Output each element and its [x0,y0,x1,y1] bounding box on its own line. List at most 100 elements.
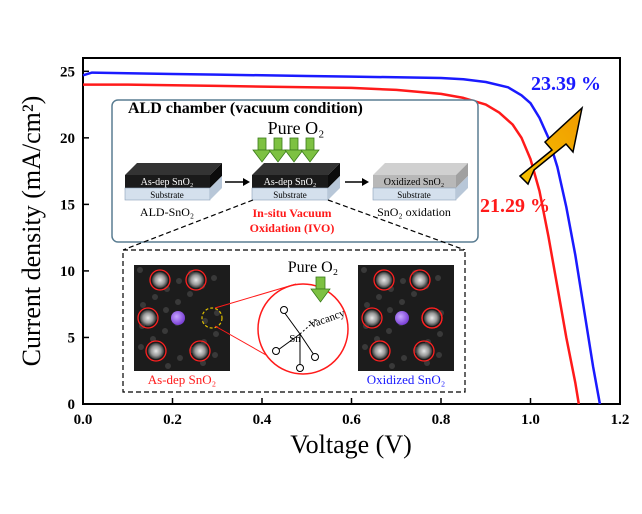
stem-speckle [364,302,370,308]
stem-speckle [165,363,171,369]
stem-speckle [163,307,169,313]
stem-image-as-dep [134,265,230,371]
y-tick-label: 0 [68,397,76,413]
atom-column [424,310,440,326]
atom-highlight [373,269,395,291]
x-tick-label: 0.4 [253,412,272,428]
atom-highlight [361,307,383,329]
stem-speckle [213,331,219,337]
stem-speckle [177,355,183,361]
atom-column [364,310,380,326]
atom-highlight [137,307,159,329]
stem-speckle [212,352,218,358]
atom-column [412,272,428,288]
o2-arrow-head [252,149,272,163]
pure-o2-top-label: Pure O₂ [268,118,325,138]
o2-arrow-shaft [257,137,267,151]
stack3-caption: SnO₂ oxidation [377,205,451,219]
stem-speckle [164,286,170,292]
stem-speckle [140,302,146,308]
atom-column [372,343,388,359]
atom-highlight [369,340,391,362]
atom-highlight [149,269,171,291]
stem-speckle [362,344,368,350]
sn-atom [395,311,409,325]
stem-speckle [376,294,382,300]
o2-flow-arrows [252,137,320,163]
o2-arrow-shaft [305,137,315,151]
efficiency-label-red: 21.29 % [480,195,550,217]
pure-o2-bottom-label: Pure O₂ [288,259,338,276]
stack2-substrate-label: Substrate [273,190,307,200]
o2-arrow-shaft [289,137,299,151]
stem-speckle [162,328,168,334]
as-dep-caption: As-dep SnO₂ [148,372,216,387]
x-tick-label: 1.2 [611,412,630,428]
stem-speckle [361,267,367,273]
stem-speckle [437,331,443,337]
stem-speckle [386,328,392,334]
y-tick-label: 25 [60,64,75,80]
x-tick-label: 0.2 [163,412,182,428]
efficiency-label-blue: 23.39 % [531,73,601,95]
atom-highlight [145,340,167,362]
chamber-title: ALD chamber (vacuum condition) [128,100,363,117]
stem-speckle [399,299,405,305]
stem-speckle [214,310,220,316]
x-tick-label: 0.6 [342,412,361,428]
vacancy-zoom-circle [257,283,349,375]
stem-speckle [436,352,442,358]
process-arrow-1 [225,178,250,186]
vacancy-zoom-line-1 [214,283,297,309]
o2-arrow-small [310,276,331,303]
stack2-caption-1: In-situ Vacuum [252,206,331,220]
improvement-arrow [518,105,584,186]
sn-label: Sn [289,333,301,345]
stack3-layer-label: Oxidized SnO₂ [384,177,444,188]
vacancy-marker [201,307,223,329]
stack3-substrate-label: Substrate [397,190,431,200]
stack1-caption: ALD-SnO₂ [140,205,194,219]
stem-speckle [435,275,441,281]
sn-atom [171,311,185,325]
atom-column [152,272,168,288]
stem-speckle [176,278,182,284]
series-line-as-dep [83,83,581,405]
atom-column [376,272,392,288]
zoom-line-right [327,199,466,251]
o2-arrow-head [300,149,320,163]
stem-speckle [387,307,393,313]
zoom-line-left [122,199,254,251]
atom-highlight [185,269,207,291]
stem-speckle [152,294,158,300]
stem-speckle [411,291,417,297]
stem-speckle [137,267,143,273]
stem-speckle [187,291,193,297]
stem-speckle [389,363,395,369]
atom-column [192,343,208,359]
stem-speckle [138,344,144,350]
atom-highlight [189,340,211,362]
y-axis-label: Current density (mA/cm²) [17,96,46,367]
stack1-substrate-label: Substrate [150,190,184,200]
o2-arrow-head [284,149,304,163]
stem-speckle [400,278,406,284]
series-lines [82,71,602,405]
x-tick-label: 1.0 [521,412,540,428]
stack-oxidized: Oxidized SnO₂ Substrate SnO₂ oxidation [372,163,468,219]
atom-column [416,343,432,359]
atom-highlight [421,307,443,329]
sn-coordination-diagram [272,306,319,372]
atom-column [188,272,204,288]
atom-highlight [413,340,435,362]
x-tick-label: 0.0 [74,412,93,428]
atom-highlight [409,269,431,291]
stack-ivo: As-dep SnO₂ Substrate In-situ Vacuum Oxi… [250,163,340,235]
o2-arrow-head [268,149,288,163]
stack1-layer-label: As-dep SnO₂ [141,177,194,188]
oxidized-caption: Oxidized SnO₂ [367,372,446,387]
series-line-oxidized [82,71,602,405]
